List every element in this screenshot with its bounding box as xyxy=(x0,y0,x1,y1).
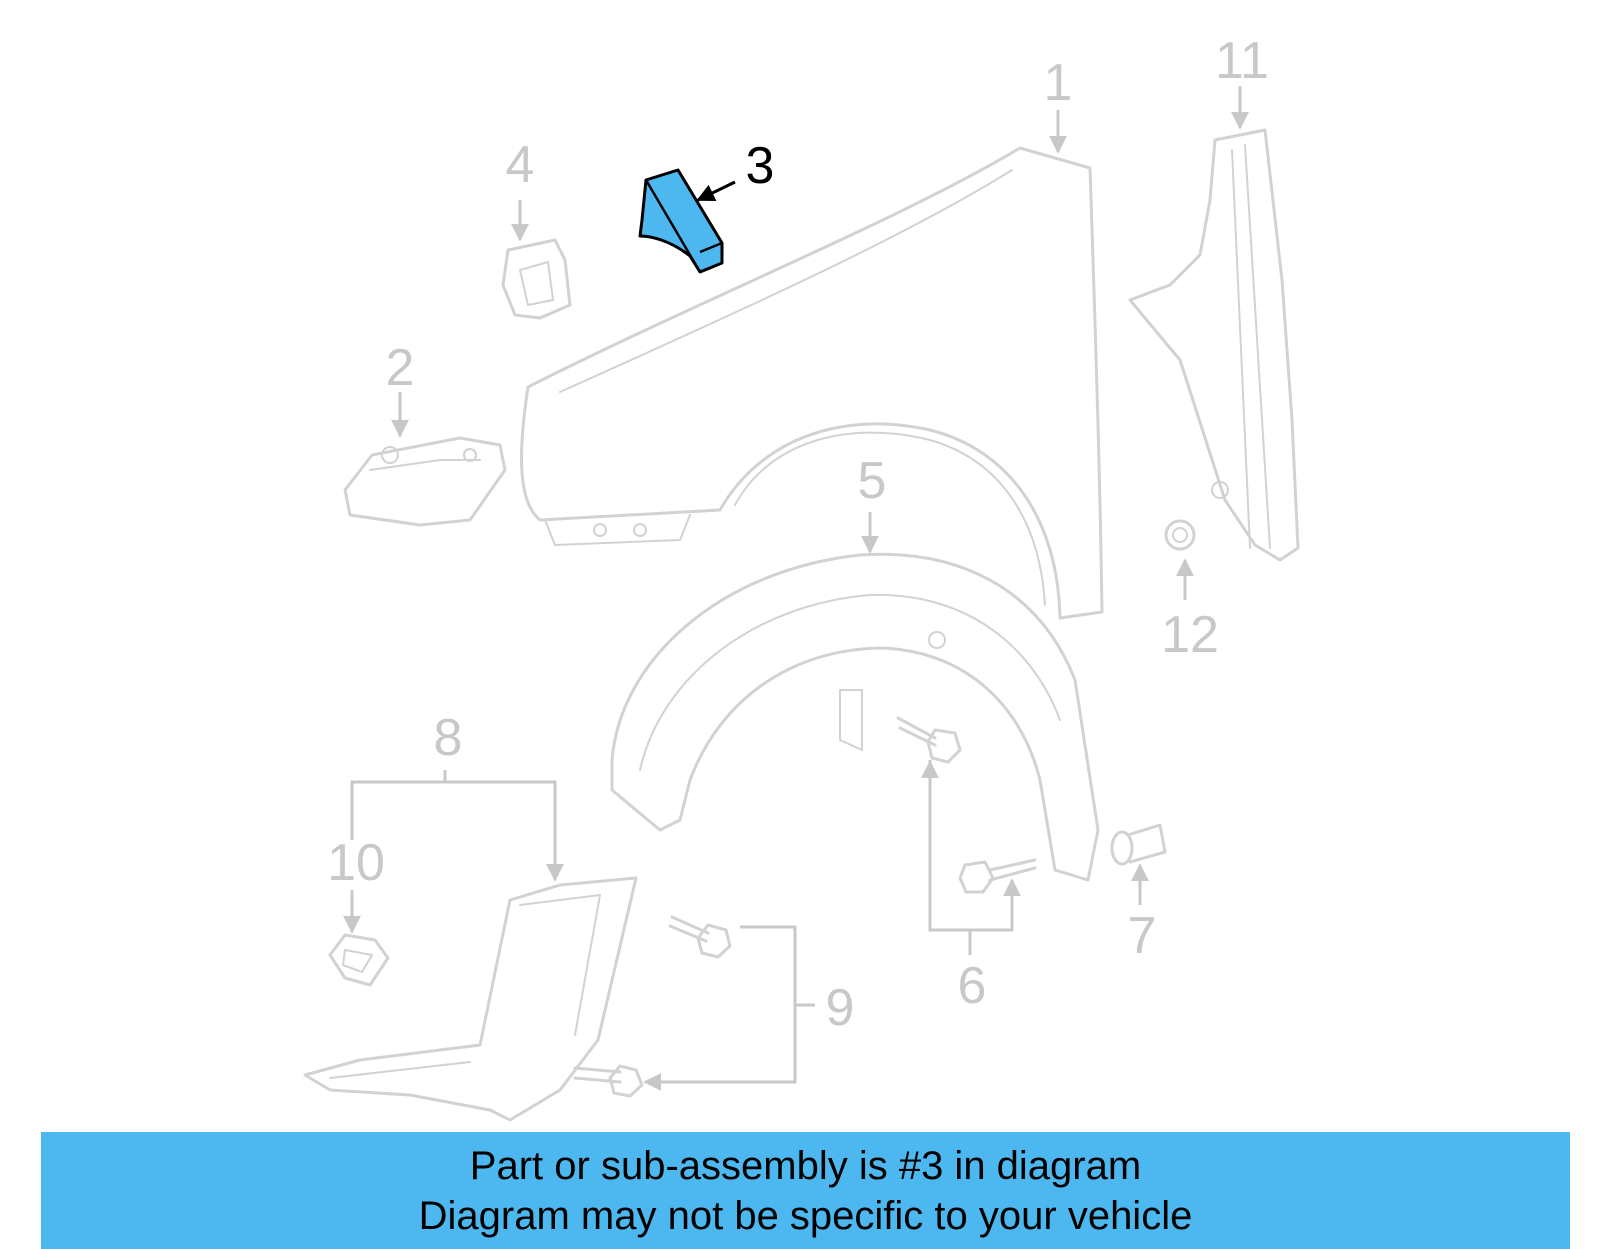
callout-3: 3 xyxy=(746,137,775,195)
push-clip-part-7 xyxy=(1110,823,1167,866)
callout-2: 2 xyxy=(386,339,415,397)
grommet-part-12 xyxy=(1164,519,1196,551)
bracket-part xyxy=(343,436,507,527)
insulator-part-highlighted xyxy=(638,168,724,274)
bolt-part-9b xyxy=(573,1064,644,1098)
banner-line-1: Part or sub-assembly is #3 in diagram xyxy=(469,1143,1142,1188)
callout-11: 11 xyxy=(1215,32,1269,90)
callout-4: 4 xyxy=(506,136,535,194)
bolt-part-6b xyxy=(958,858,1037,894)
callout-9: 9 xyxy=(826,979,855,1037)
nut-clip-part-10 xyxy=(328,933,390,987)
callout-7: 7 xyxy=(1128,907,1157,965)
bolt-part-9a xyxy=(668,915,732,959)
side-seal-part xyxy=(1128,128,1300,562)
callout-1: 1 xyxy=(1044,54,1073,112)
wheel-liner-part xyxy=(610,552,1100,882)
bolt-part-6a xyxy=(896,716,962,764)
info-banner: Part or sub-assembly is #3 in diagram Di… xyxy=(41,1132,1570,1249)
callout-labels: 1 2 3 4 5 6 7 8 9 10 11 12 xyxy=(327,32,1269,1037)
callout-10: 10 xyxy=(327,834,385,892)
fender-part xyxy=(519,146,1104,620)
splash-shield-part xyxy=(303,876,638,1122)
callout-12: 12 xyxy=(1161,606,1219,664)
leader-lines xyxy=(343,86,1249,1091)
callout-5: 5 xyxy=(858,452,887,510)
callout-8: 8 xyxy=(434,709,463,767)
clip-part-4 xyxy=(501,238,572,320)
callout-6: 6 xyxy=(958,957,987,1015)
banner-line-2: Diagram may not be specific to your vehi… xyxy=(418,1193,1193,1238)
